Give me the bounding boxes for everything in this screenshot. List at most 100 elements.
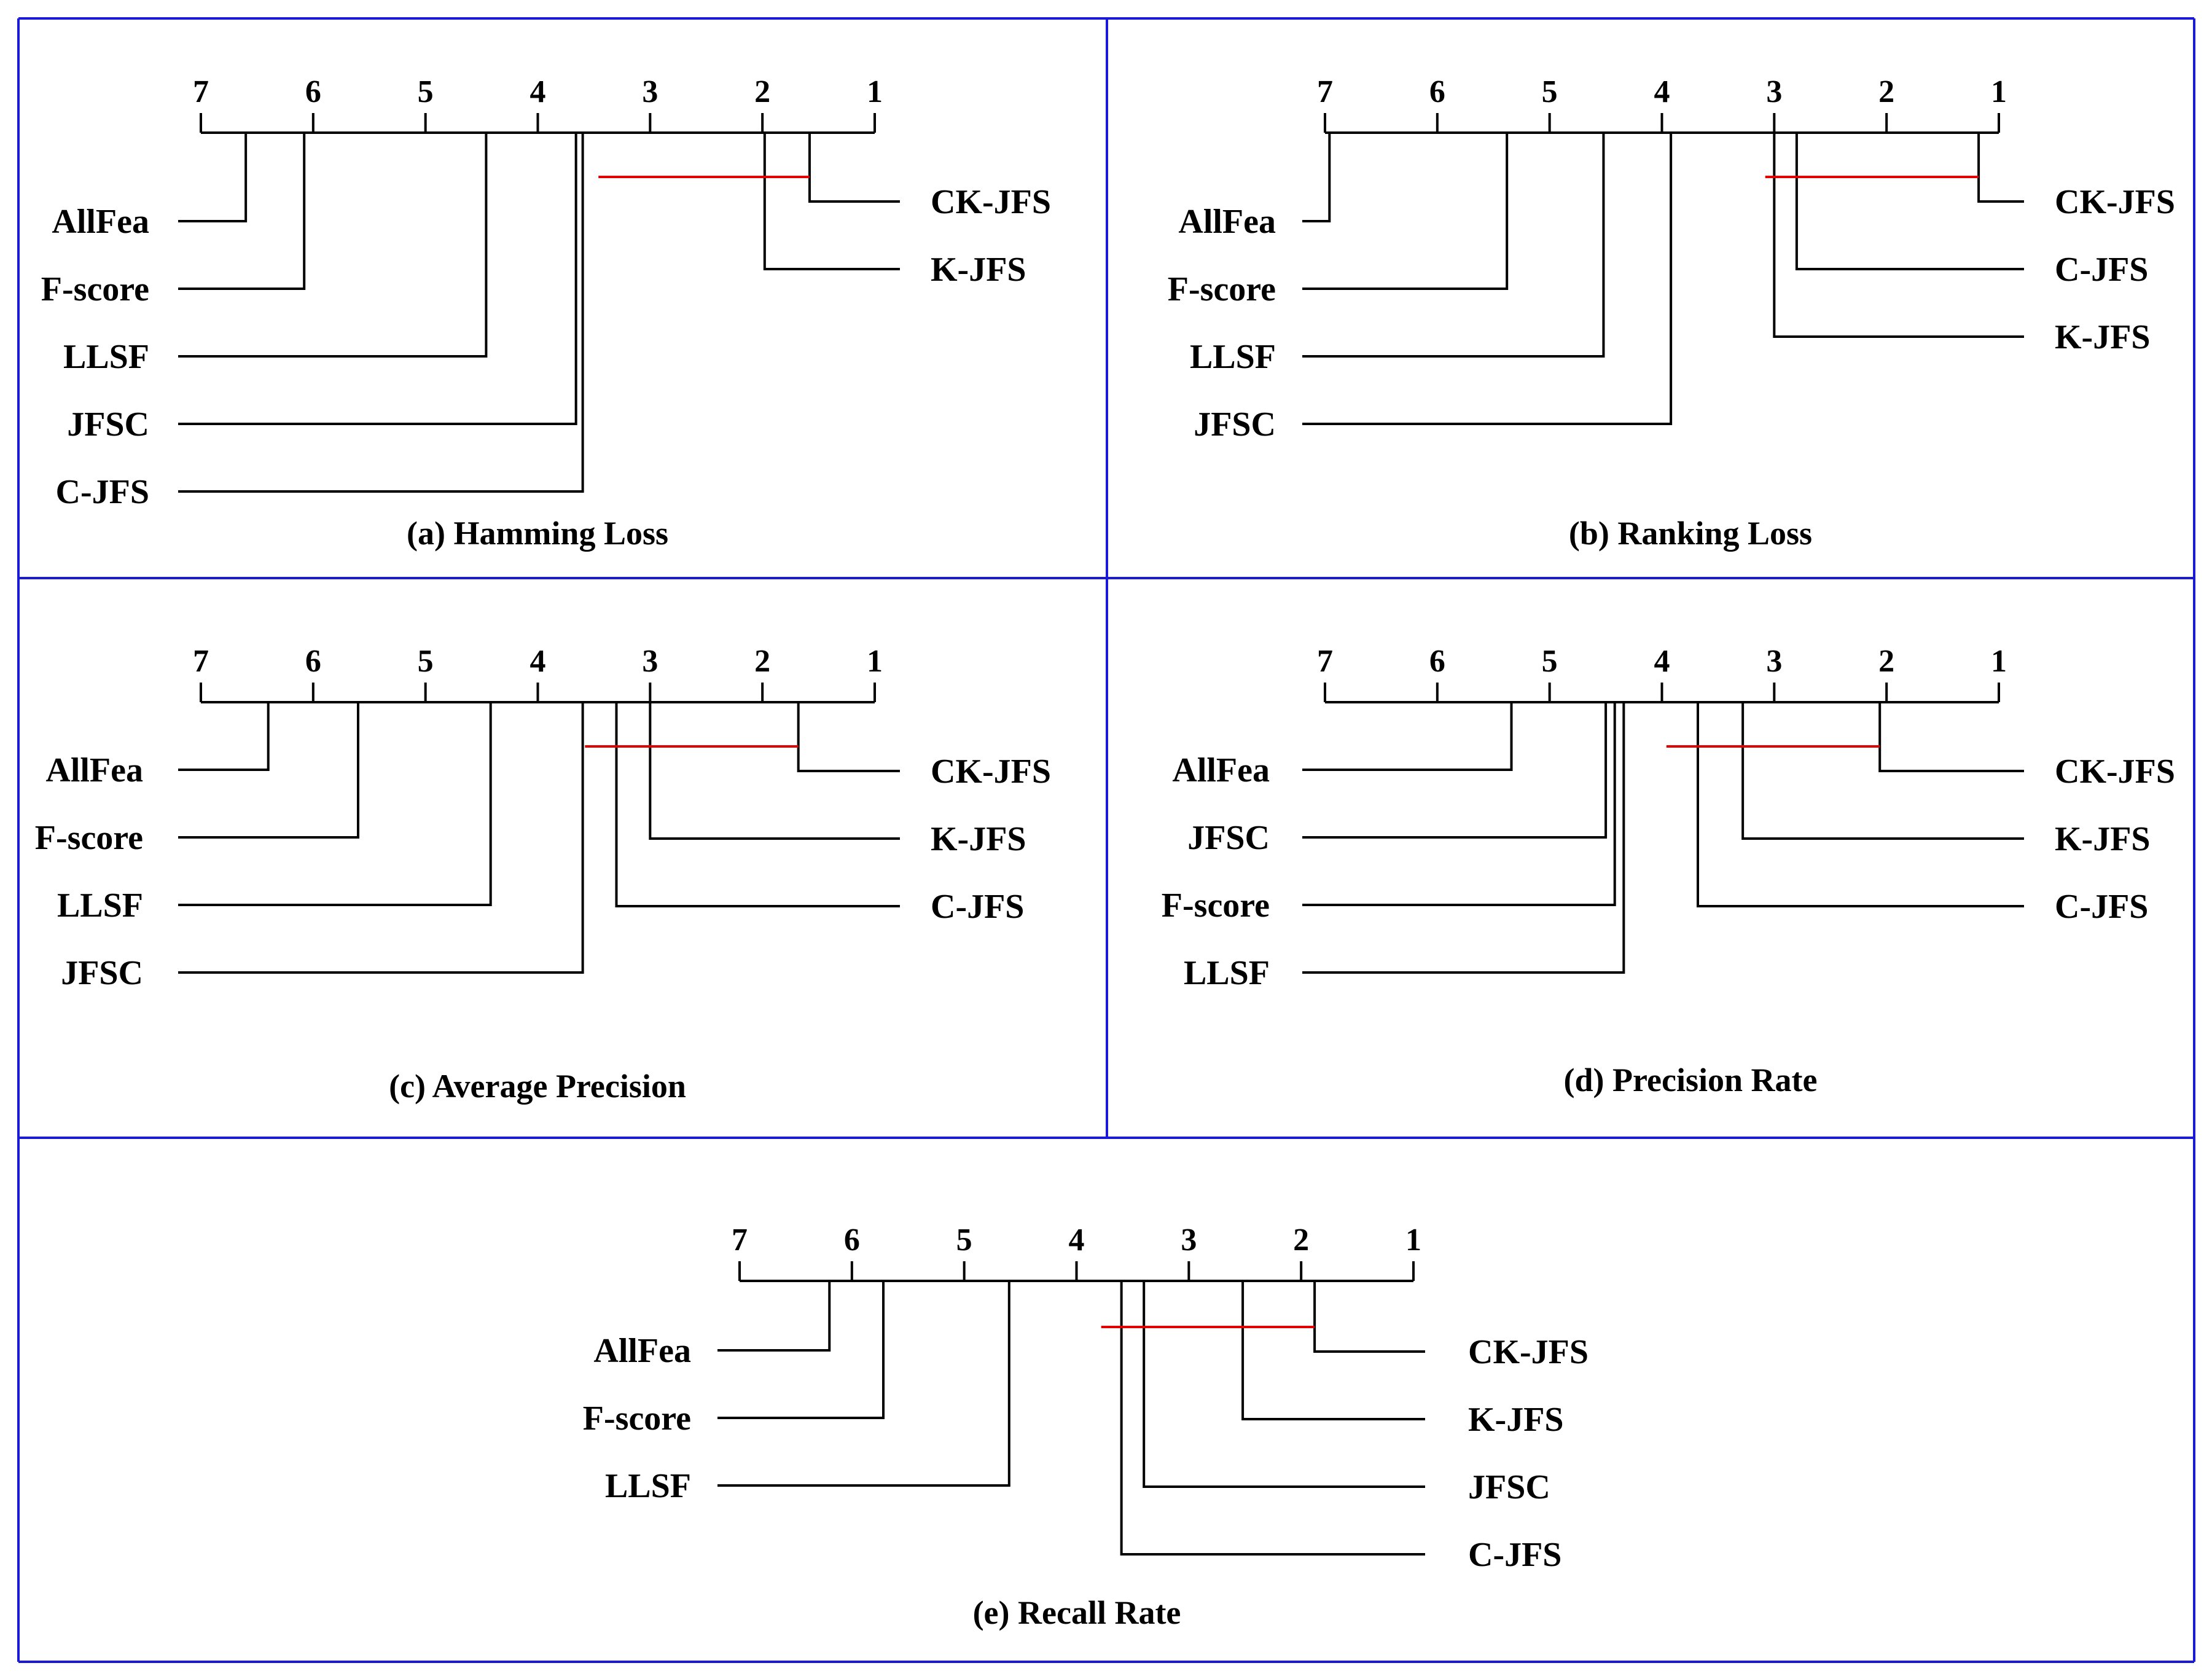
method-label: K-JFS bbox=[931, 820, 1026, 858]
panel-caption: (c) Average Precision bbox=[389, 1068, 686, 1105]
axis-tick-label: 3 bbox=[1766, 74, 1782, 109]
method-label: K-JFS bbox=[2055, 820, 2151, 858]
axis-tick-label: 7 bbox=[193, 644, 209, 679]
panel-caption: (a) Hamming Loss bbox=[407, 515, 668, 552]
method-label: C-JFS bbox=[2055, 251, 2148, 289]
method-label: C-JFS bbox=[931, 888, 1024, 926]
method-label: LLSF bbox=[605, 1467, 691, 1505]
method-connector bbox=[178, 133, 306, 290]
axis-tick-label: 7 bbox=[732, 1223, 748, 1258]
method-label: C-JFS bbox=[1468, 1536, 1561, 1574]
axis-tick-label: 2 bbox=[1293, 1223, 1309, 1258]
axis-tick-label: 1 bbox=[1991, 74, 2007, 109]
method-connector bbox=[1697, 702, 2024, 907]
method-label: JFSC bbox=[1187, 819, 1270, 857]
method-label: CK-JFS bbox=[931, 183, 1051, 221]
axis-tick-label: 5 bbox=[418, 74, 434, 109]
axis-tick-label: 2 bbox=[754, 74, 770, 109]
axis-tick-label: 5 bbox=[418, 644, 434, 679]
method-connector bbox=[1241, 1281, 1425, 1420]
method-connector bbox=[178, 133, 577, 425]
method-connector bbox=[615, 702, 900, 907]
method-label: LLSF bbox=[1184, 954, 1270, 992]
method-label: C-JFS bbox=[2055, 888, 2148, 926]
axis-tick-label: 3 bbox=[642, 644, 658, 679]
axis-tick-label: 4 bbox=[1069, 1223, 1085, 1258]
axis-tick-label: 5 bbox=[1542, 74, 1558, 109]
method-label: F-score bbox=[41, 270, 149, 308]
axis-tick-label: 2 bbox=[754, 644, 770, 679]
axis-tick-label: 5 bbox=[1542, 644, 1558, 679]
method-connector bbox=[1302, 133, 1605, 358]
method-label: LLSF bbox=[57, 886, 143, 925]
method-label: JFSC bbox=[1468, 1468, 1550, 1506]
method-connector bbox=[1120, 1281, 1425, 1556]
panel-caption: (d) Precision Rate bbox=[1564, 1062, 1818, 1098]
axis-tick-label: 7 bbox=[1317, 74, 1333, 109]
axis-tick-label: 5 bbox=[956, 1223, 972, 1258]
axis-tick-label: 1 bbox=[867, 74, 883, 109]
method-connector bbox=[1302, 702, 1608, 839]
axis-tick-label: 1 bbox=[1991, 644, 2007, 679]
method-connector bbox=[178, 133, 584, 493]
axis-tick-label: 4 bbox=[1654, 644, 1670, 679]
method-label: AllFea bbox=[1172, 751, 1270, 789]
method-label: CK-JFS bbox=[1468, 1333, 1589, 1371]
method-connector bbox=[178, 133, 488, 358]
method-connector bbox=[717, 1281, 885, 1419]
panel-borders bbox=[17, 17, 2195, 1663]
method-label: AllFea bbox=[52, 203, 149, 241]
method-label: CK-JFS bbox=[2055, 753, 2175, 791]
method-label: K-JFS bbox=[2055, 318, 2151, 356]
method-connector bbox=[1302, 133, 1673, 425]
axis-tick-label: 7 bbox=[193, 74, 209, 109]
axis-tick-label: 4 bbox=[1654, 74, 1670, 109]
method-connector bbox=[178, 702, 584, 974]
method-label: F-score bbox=[35, 819, 143, 857]
axis-tick-label: 6 bbox=[1429, 74, 1445, 109]
method-label: LLSF bbox=[63, 338, 149, 376]
method-label: F-score bbox=[1168, 270, 1276, 308]
axis-tick-label: 1 bbox=[1405, 1223, 1421, 1258]
method-label: F-score bbox=[1162, 886, 1270, 925]
axis-tick-label: 4 bbox=[530, 644, 546, 679]
method-connector bbox=[1302, 133, 1331, 222]
axis-tick-label: 1 bbox=[867, 644, 883, 679]
method-connector bbox=[1878, 702, 2024, 772]
method-label: K-JFS bbox=[1468, 1401, 1564, 1439]
axis-tick-label: 7 bbox=[1317, 644, 1333, 679]
method-connector bbox=[797, 702, 900, 772]
axis-tick-label: 6 bbox=[305, 644, 321, 679]
method-label: C-JFS bbox=[56, 473, 149, 511]
method-connector bbox=[178, 702, 492, 906]
method-label: CK-JFS bbox=[2055, 183, 2175, 221]
method-connector bbox=[178, 702, 270, 771]
method-label: CK-JFS bbox=[931, 753, 1051, 791]
method-label: JFSC bbox=[1194, 405, 1276, 444]
method-connector bbox=[1977, 133, 2024, 203]
axis-tick-label: 6 bbox=[1429, 644, 1445, 679]
method-label: F-score bbox=[583, 1399, 691, 1438]
method-label: AllFea bbox=[1178, 203, 1276, 241]
method-connector bbox=[178, 133, 248, 222]
method-connector bbox=[717, 1281, 831, 1352]
method-label: AllFea bbox=[593, 1332, 691, 1370]
method-label: K-JFS bbox=[931, 251, 1026, 289]
method-connector bbox=[1773, 133, 2024, 338]
method-connector bbox=[1302, 702, 1513, 771]
method-connector bbox=[1302, 702, 1616, 906]
method-connector bbox=[1302, 702, 1625, 974]
axis-tick-label: 3 bbox=[1766, 644, 1782, 679]
method-label: LLSF bbox=[1190, 338, 1276, 376]
method-connector bbox=[1313, 1281, 1425, 1353]
axis-tick-label: 3 bbox=[642, 74, 658, 109]
panel-caption: (b) Ranking Loss bbox=[1569, 515, 1812, 552]
method-connector bbox=[1143, 1281, 1425, 1488]
